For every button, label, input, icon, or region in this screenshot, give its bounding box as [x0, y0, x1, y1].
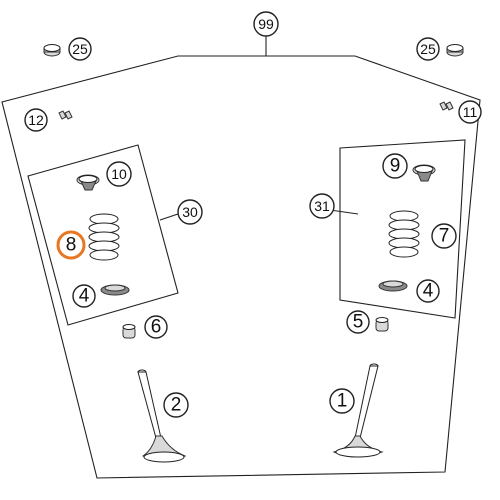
callout-9[interactable]: 9	[382, 153, 408, 179]
valve-left	[137, 369, 187, 463]
spring-seat-left	[100, 284, 130, 296]
svg-text:7: 7	[439, 226, 450, 247]
svg-text:11: 11	[463, 104, 478, 120]
spring-retainer-right	[412, 164, 436, 182]
svg-text:8: 8	[66, 235, 77, 256]
valve-right	[332, 363, 384, 458]
svg-text:31: 31	[314, 198, 330, 214]
callout-1[interactable]: 1	[329, 388, 355, 414]
callout-12[interactable]: 12	[24, 108, 48, 132]
valve-cap-right	[446, 44, 464, 57]
assembly-outline	[1, 55, 481, 479]
svg-text:25: 25	[420, 41, 436, 57]
svg-text:25: 25	[72, 41, 88, 57]
svg-text:6: 6	[151, 317, 162, 338]
callout-7[interactable]: 7	[431, 223, 457, 249]
svg-text:10: 10	[111, 166, 127, 182]
valve-stem-seal-right	[375, 317, 389, 332]
callout-4-left[interactable]: 4	[72, 284, 96, 308]
svg-text:4: 4	[79, 286, 90, 307]
subassembly-box-right	[339, 139, 466, 319]
valve-spring-right	[388, 210, 420, 258]
svg-text:30: 30	[182, 204, 198, 220]
valve-cap-left	[43, 44, 61, 57]
svg-text:4: 4	[423, 281, 434, 302]
svg-text:5: 5	[353, 312, 364, 333]
svg-text:1: 1	[337, 391, 348, 412]
callout-99[interactable]: 99	[253, 11, 279, 37]
callout-10[interactable]: 10	[106, 161, 132, 187]
leader-31	[329, 209, 359, 215]
spring-seat-right	[378, 280, 408, 292]
callout-11[interactable]: 11	[458, 100, 482, 124]
svg-text:99: 99	[258, 16, 274, 32]
subassembly-box-left	[27, 144, 179, 326]
leader-30	[159, 213, 179, 221]
callout-6[interactable]: 6	[144, 315, 168, 339]
callout-25-right[interactable]: 25	[416, 37, 440, 61]
svg-text:9: 9	[390, 156, 401, 177]
valve-spring-left	[88, 213, 120, 261]
valve-keys-left	[58, 110, 73, 120]
callout-4-right[interactable]: 4	[416, 279, 440, 303]
callout-2[interactable]: 2	[163, 392, 189, 418]
spring-retainer-left	[76, 174, 100, 191]
callout-5[interactable]: 5	[346, 310, 370, 334]
callout-30[interactable]: 30	[177, 199, 203, 225]
svg-text:2: 2	[171, 395, 182, 416]
valve-stem-seal-left	[122, 324, 136, 339]
callout-8[interactable]: 8	[56, 230, 86, 260]
callout-25-left[interactable]: 25	[68, 37, 92, 61]
callout-31[interactable]: 31	[309, 193, 335, 219]
svg-text:12: 12	[28, 112, 44, 128]
valve-keys-right	[439, 101, 454, 111]
